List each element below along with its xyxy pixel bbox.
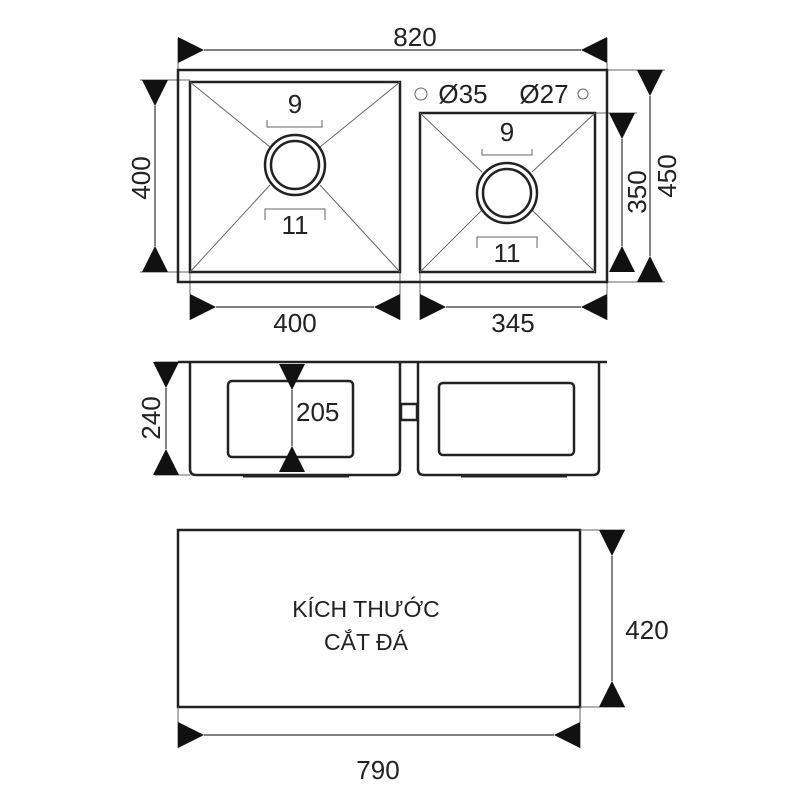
right-drain-outer-label: 11 — [494, 238, 521, 268]
left-drain-outer-label: 11 — [282, 210, 309, 240]
right-drain-icon — [475, 161, 539, 225]
right-drain-inner-label: 9 — [500, 117, 514, 147]
extension-lines — [140, 38, 665, 320]
tap-hole-2-label: Ø27 — [519, 79, 568, 109]
side-view: 240 205 — [136, 360, 607, 478]
left-drain-icon — [263, 133, 327, 197]
total-height-label: 240 — [136, 396, 166, 439]
right-bowl-depth-label: 350 — [622, 170, 652, 213]
left-bowl-depth-label: 400 — [126, 156, 156, 199]
right-bowl-side — [416, 362, 601, 477]
top-view: Ø35 Ø27 9 11 9 11 820 400 450 350 400 34… — [126, 22, 682, 338]
overall-depth-label: 450 — [652, 154, 682, 197]
tap-hole-1-label: Ø35 — [438, 79, 487, 109]
right-bowl — [418, 111, 597, 274]
left-bowl-width-label: 400 — [273, 308, 316, 338]
stone-cutout-view: KÍCH THƯỚC CẮT ĐÁ 420 790 — [176, 528, 669, 785]
overall-width-label: 820 — [393, 22, 436, 52]
cutout-depth-label: 420 — [625, 615, 668, 645]
cutout-width-label: 790 — [356, 755, 399, 785]
left-bowl — [188, 80, 402, 274]
bowl-depth-label: 205 — [296, 397, 339, 427]
tap-hole-icon — [577, 88, 589, 100]
cutout-label-line1: KÍCH THƯỚC — [292, 596, 440, 622]
sink-outline — [176, 68, 609, 284]
cutout-rect — [176, 528, 582, 709]
tap-hole-icon — [414, 87, 428, 101]
connector — [399, 402, 419, 422]
left-drain-inner-label: 9 — [288, 89, 302, 119]
right-bowl-width-label: 345 — [491, 308, 534, 338]
cutout-label-line2: CẮT ĐÁ — [324, 628, 409, 655]
